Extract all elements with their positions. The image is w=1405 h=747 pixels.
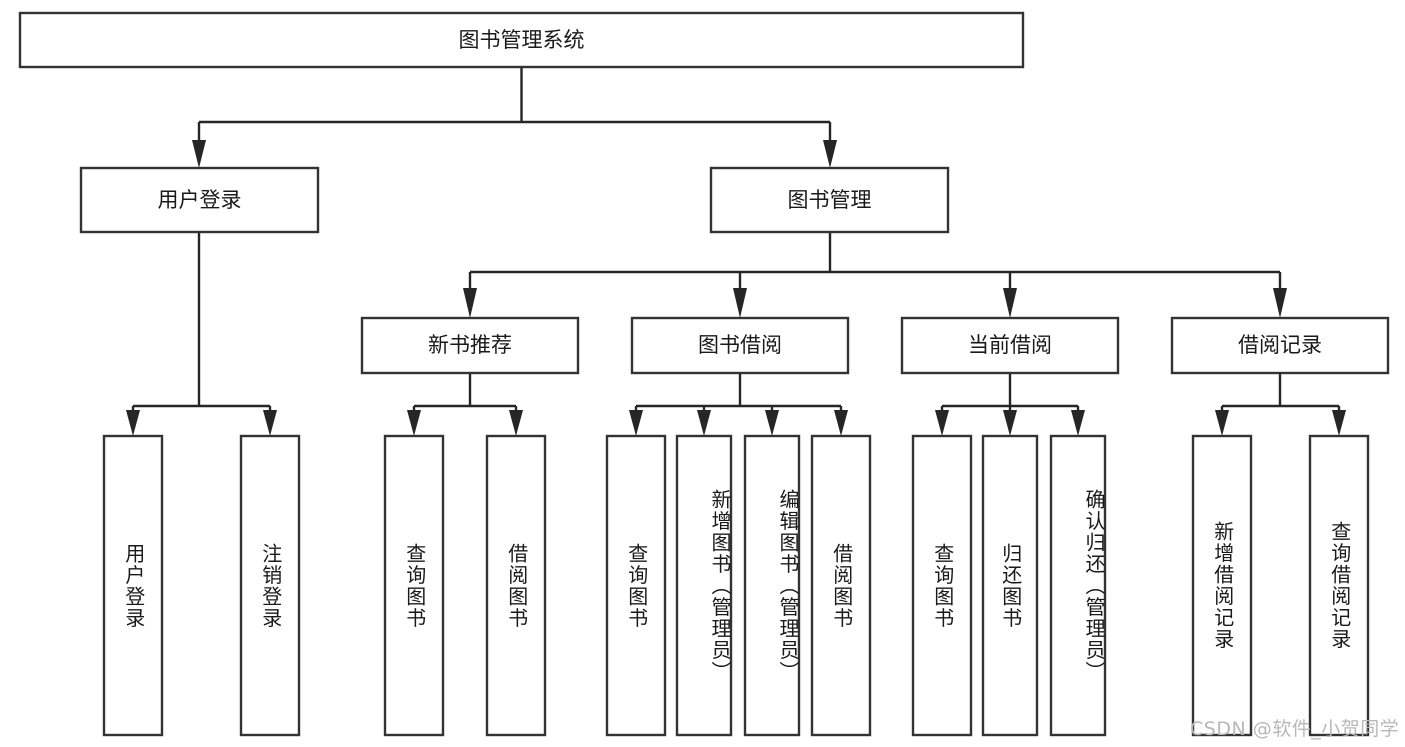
leaf-borrow-book-2-box[interactable]	[810, 434, 872, 737]
arrow-head-leaf-query-record	[1332, 410, 1346, 436]
arrow-head-borrow-record	[1273, 288, 1287, 318]
leaf-query-book-1-box[interactable]	[383, 434, 445, 737]
leaf-borrow-book-1-box[interactable]	[485, 434, 547, 737]
node-book-manage[interactable]: 图书管理	[709, 166, 950, 234]
node-book-borrow-box[interactable]	[630, 316, 850, 375]
node-current-borrow-label: 当前借阅	[968, 333, 1052, 357]
connector-group-borrow-record-leaves	[1215, 373, 1346, 436]
connector-group-book-borrow-leaves	[629, 373, 848, 436]
node-borrow-record-box[interactable]	[1170, 316, 1390, 375]
leaf-edit-book-box[interactable]	[743, 434, 801, 737]
leaf-add-record-box[interactable]	[1191, 434, 1253, 737]
node-new-book-recommend[interactable]: 新书推荐	[360, 316, 580, 375]
arrow-head-book-manage	[823, 140, 837, 168]
node-root-system[interactable]: 图书管理系统	[18, 11, 1025, 69]
arrow-head-user-login	[192, 140, 206, 168]
connector-group-user-login-leaves	[126, 232, 277, 436]
arrow-head-leaf-return-book	[1003, 410, 1017, 436]
arrow-head-leaf-borrow-book-1	[509, 410, 523, 436]
node-new-book-recommend-box[interactable]	[360, 316, 580, 375]
node-user-login-box[interactable]	[79, 166, 320, 234]
arrow-head-leaf-add-book	[697, 410, 711, 436]
node-book-borrow[interactable]: 图书借阅	[630, 316, 850, 375]
arrow-head-leaf-borrow-book-2	[834, 410, 848, 436]
node-book-borrow-label: 图书借阅	[698, 333, 782, 357]
node-book-manage-box[interactable]	[709, 166, 950, 234]
arrow-head-leaf-edit-book	[765, 410, 779, 436]
connector-group-root-to-level2	[192, 67, 837, 168]
node-borrow-record-label: 借阅记录	[1238, 333, 1322, 357]
arrow-head-leaf-confirm-return	[1071, 410, 1085, 436]
connector-group-book-manage-to-level3	[463, 232, 1287, 318]
leaf-query-book-2-box[interactable]	[605, 434, 667, 737]
arrow-head-leaf-query-book-1	[407, 410, 421, 436]
leaf-return-book-box[interactable]	[981, 434, 1039, 737]
connector-group-new-book-recommend-leaves	[407, 373, 523, 436]
arrow-head-current-borrow	[1003, 288, 1017, 318]
node-new-book-recommend-label: 新书推荐	[428, 333, 512, 357]
leaf-query-book-3-box[interactable]	[911, 434, 973, 737]
arrow-head-book-borrow	[733, 288, 747, 318]
node-current-borrow-box[interactable]	[900, 316, 1120, 375]
arrow-head-leaf-query-book-3	[935, 410, 949, 436]
leaf-logout-login-box[interactable]	[239, 434, 301, 737]
leaf-query-record-box[interactable]	[1308, 434, 1370, 737]
leaf-add-book-box[interactable]	[675, 434, 733, 737]
node-book-manage-label: 图书管理	[788, 188, 872, 212]
node-user-login[interactable]: 用户登录	[79, 166, 320, 234]
arrow-head-leaf-add-record	[1215, 410, 1229, 436]
node-current-borrow[interactable]: 当前借阅	[900, 316, 1120, 375]
arrow-head-leaf-query-book-2	[629, 410, 643, 436]
arrow-head-leaf-logout-login	[263, 410, 277, 436]
leaf-boxes-group	[102, 434, 1370, 737]
node-borrow-record[interactable]: 借阅记录	[1170, 316, 1390, 375]
connector-group-current-borrow-leaves	[935, 373, 1085, 436]
node-user-login-label: 用户登录	[158, 188, 242, 212]
leaf-confirm-return-box[interactable]	[1049, 434, 1107, 737]
arrow-head-leaf-user-login	[126, 410, 140, 436]
node-root-system-label: 图书管理系统	[459, 28, 585, 52]
node-root-system-box[interactable]	[18, 11, 1025, 69]
arrow-head-new-book-recommend	[463, 288, 477, 318]
leaf-user-login-box[interactable]	[102, 434, 164, 737]
